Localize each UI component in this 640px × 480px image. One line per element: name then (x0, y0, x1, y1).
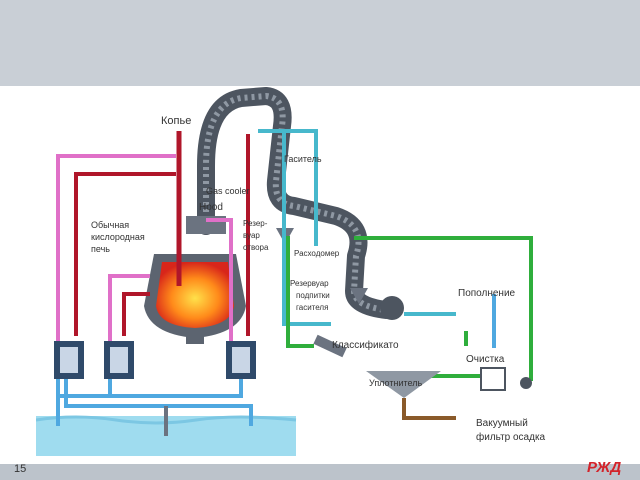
fan (380, 296, 404, 320)
label-furnace-line3: печь (91, 244, 110, 254)
pink-line-right (206, 218, 233, 351)
slide-header-band (0, 0, 640, 86)
makeup-tank-funnel (350, 288, 368, 304)
purification-tank (480, 367, 506, 391)
label-flow-meter: Расходомер (294, 249, 340, 258)
svg-text:РЖД: РЖД (587, 459, 621, 476)
label-vacuum-filter-line2: фильтр осадка (476, 431, 546, 443)
cyan-quencher-line (258, 129, 456, 326)
slide-number: 15 (14, 463, 27, 475)
label-vacuum-filter-line1: Вакуумный (476, 418, 528, 429)
red-line-left (74, 172, 176, 336)
label-hood: Hood (199, 202, 223, 213)
rzd-logo: РЖД (587, 459, 621, 476)
pink-line-left (56, 154, 176, 351)
brown-sludge-line (402, 398, 456, 420)
furnace-fire (156, 262, 234, 328)
green-recycle-lines (286, 236, 533, 381)
label-quencher: Гаситель (284, 154, 322, 164)
blue-water-lines (56, 379, 253, 426)
label-classifier: Классификато (332, 339, 399, 351)
label-thickener: Уплотнитель (369, 378, 422, 388)
thickener-tank (366, 371, 441, 398)
label-purification: Очистка (466, 354, 505, 365)
slide-footer-band (0, 464, 640, 480)
label-replenishment: Пополнение (458, 288, 516, 299)
cabinet-left (54, 341, 84, 379)
label-reservoir-line3: отвора (243, 243, 269, 252)
pump (520, 377, 532, 389)
label-reservoir-line2: вуар (243, 231, 260, 240)
label-reservoir-line1: Резер- (243, 219, 268, 228)
cabinet-right (226, 341, 256, 379)
label-gas-cooler: Gas cooler (206, 186, 250, 196)
label-makeup-tank-line1: Резервуар (290, 279, 329, 288)
label-furnace-line1: Обычная (91, 220, 129, 230)
steelmaking-gas-cleaning-diagram: Копье Гаситель Gas cooler Hood Обычная к… (36, 87, 546, 456)
label-makeup-tank-line3: гасителя (296, 303, 328, 312)
red-line-mid (122, 292, 150, 336)
pink-line-mid (108, 274, 150, 351)
label-furnace-line2: кислородная (91, 232, 145, 242)
classifier (313, 334, 347, 358)
furnace-stand (186, 336, 204, 344)
label-makeup-tank-line2: подпитки (296, 291, 330, 300)
label-lance: Копье (161, 115, 191, 127)
cabinet-mid (104, 341, 134, 379)
